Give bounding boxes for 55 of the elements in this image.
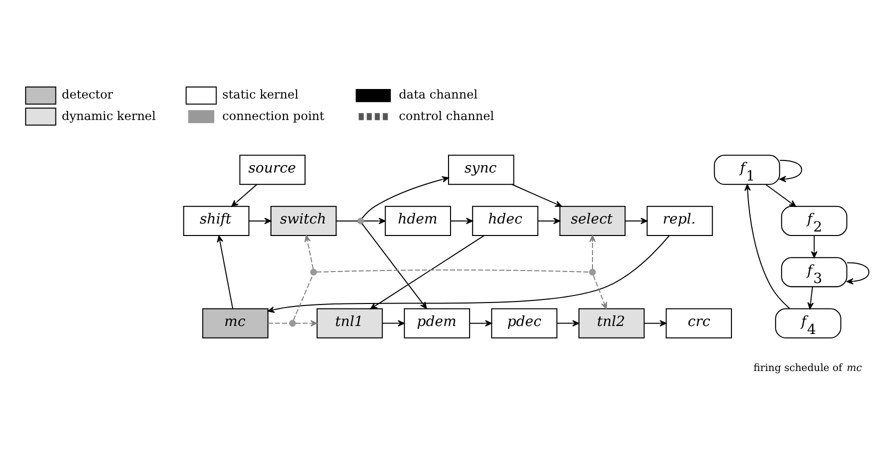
arrow [231, 184, 258, 206]
arrow [592, 274, 608, 309]
node-label: firing schedule of mc [754, 362, 862, 374]
arrow [512, 183, 562, 206]
node-box: tnl2 [578, 308, 645, 338]
arrow [644, 320, 667, 326]
node-box: repl. [646, 205, 713, 236]
arrow [304, 234, 314, 269]
arrow [811, 235, 818, 258]
arrow [370, 234, 484, 309]
legend-label: data channel [398, 87, 478, 102]
arrow [296, 320, 318, 326]
arrow [557, 320, 580, 326]
arrow [382, 320, 405, 326]
connector [268, 322, 290, 324]
node-box: shift [183, 205, 250, 236]
legend-label: connection point [222, 108, 324, 122]
arrow [216, 234, 234, 308]
arrow [470, 320, 492, 326]
arrow [249, 217, 272, 224]
legend-label: dynamic kernel [62, 108, 156, 122]
arrow [364, 217, 386, 224]
node-circle [357, 217, 364, 224]
node-box: crc [666, 308, 732, 338]
node-box: source [239, 154, 306, 184]
arrow [362, 176, 449, 218]
node-box: hdem [384, 205, 452, 236]
node-box: mc [202, 308, 268, 338]
connector [336, 220, 358, 221]
connector [292, 274, 314, 320]
arrow [362, 222, 427, 308]
arrow [450, 217, 473, 224]
node-box: pdem [404, 308, 470, 338]
node-circle [310, 268, 317, 276]
arrow [538, 217, 560, 224]
node-box: tnl1 [316, 308, 383, 338]
node-box: pdec [491, 308, 558, 338]
arrow [744, 184, 790, 308]
node-box: select [559, 205, 626, 236]
legend-label: static kernel [222, 87, 299, 102]
arrow [765, 184, 796, 206]
connector [316, 268, 590, 272]
node-box: hdec [472, 205, 538, 236]
node-circle [589, 268, 596, 276]
arrow [625, 217, 648, 224]
arrow [779, 159, 802, 182]
arrow [807, 286, 814, 309]
node-circle [289, 319, 296, 326]
arrow [589, 234, 596, 269]
node-box: switch [270, 205, 337, 236]
node-box: sync [448, 154, 514, 184]
arrow [268, 234, 670, 312]
arrow [846, 262, 870, 284]
legend-label: detector [62, 87, 114, 102]
legend-label: control channel [398, 108, 494, 122]
